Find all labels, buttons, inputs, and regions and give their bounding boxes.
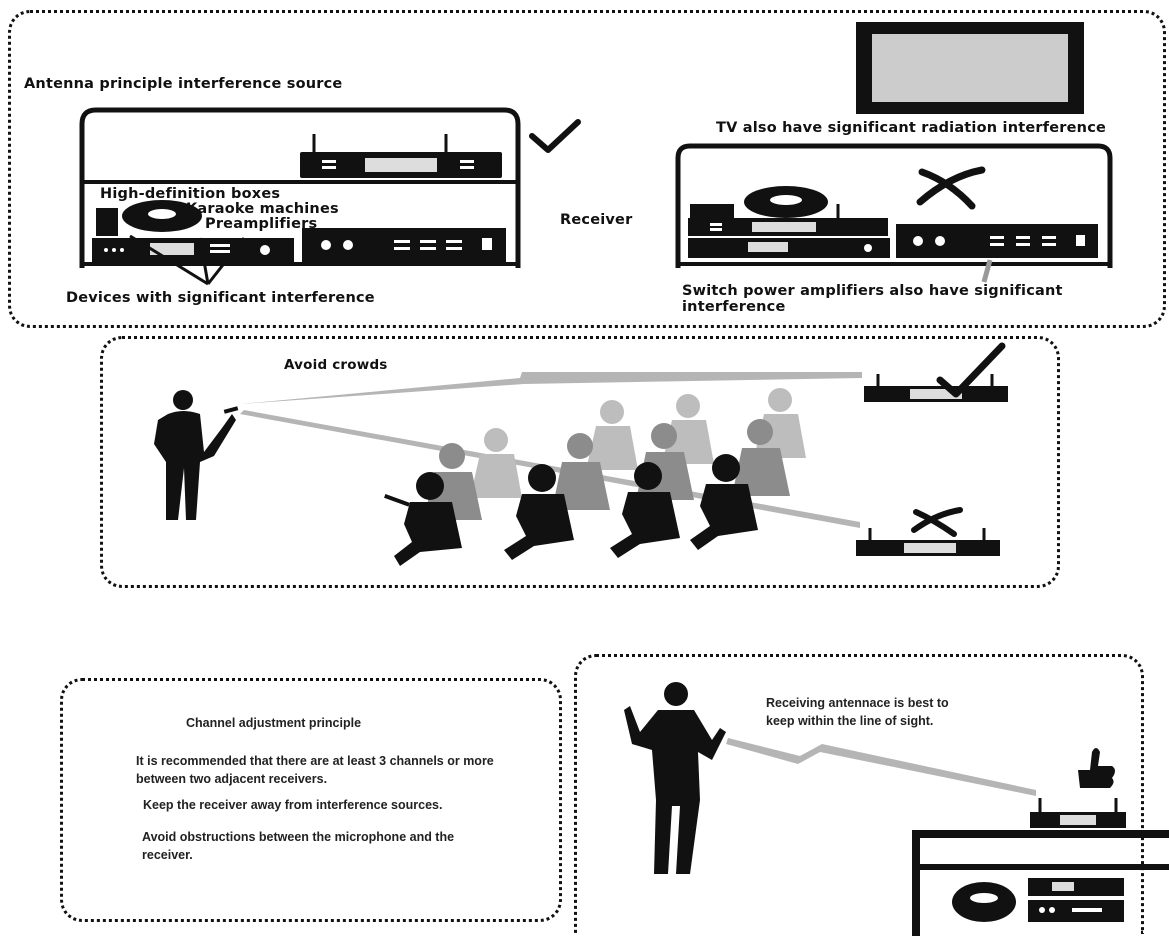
cross-icon [916,166,986,210]
pointer-lines [129,234,246,286]
channel-rule-1: It is recommended that there are at leas… [136,754,494,786]
devices-interference-label: Devices with significant interference [66,290,375,306]
cross-icon [911,507,963,537]
tv-note-label: TV also have significant radiation inter… [716,120,1107,136]
left-cabinet [79,107,521,268]
panel-interference-sources [8,10,1166,328]
receiver-good-icon [864,374,1008,402]
preamplifiers-label: Preamplifiers [205,216,318,232]
karaoke-label: Karaoke machines [186,201,339,217]
receiver-label: Receiver [560,212,633,228]
equipment-rack [912,830,1169,936]
receiver-top-shelf-icon [300,134,502,178]
panel-avoid-crowds [100,336,1060,588]
crowd-back-row [470,388,806,498]
checkmark-icon [529,119,581,153]
top-panel-title: Antenna principle interference source [24,76,343,92]
speaker-silhouette-icon [154,390,239,520]
crowd-front-row [384,454,758,566]
panel-channel-adjustment [60,678,562,922]
hd-boxes-label: High-definition boxes [100,186,281,202]
switch-amp-note-label: Switch power amplifiers also have signif… [682,283,1063,315]
line-of-sight-note: Receiving antennace is best to keep with… [766,696,949,728]
signal-zigzag [726,738,1036,796]
channel-rule-2: Keep the receiver away from interference… [143,798,443,812]
channel-rule-3: Avoid obstructions between the microphon… [142,830,455,862]
receiver-bad-icon [856,528,1000,556]
tv-icon [856,22,1084,114]
singer-silhouette-icon [624,682,726,874]
right-cabinet [675,143,1113,268]
interference-devices-left [92,200,506,262]
receiver-line-of-sight-icon [1030,798,1126,828]
crowd-panel-title: Avoid crowds [284,357,388,373]
channel-panel-title: Channel adjustment principle [186,716,362,730]
thumbs-up-icon [1078,748,1115,788]
interference-devices-right [688,186,1098,283]
checkmark-icon [936,342,1006,398]
panel-line-of-sight [574,654,1144,934]
